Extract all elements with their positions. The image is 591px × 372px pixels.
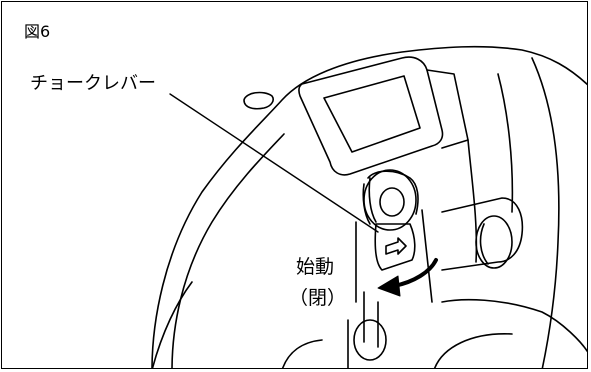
far-right-contour: [531, 57, 560, 368]
cylinder-shade: [479, 223, 489, 265]
right-housing-wall-2: [497, 73, 514, 213]
lever-bracket: [355, 209, 433, 303]
cylinder-end: [475, 215, 513, 269]
engine-housing-inner-curve: [171, 133, 285, 368]
pivot-cap: [367, 170, 419, 215]
window-inner: [323, 75, 421, 153]
lower-knob: [353, 319, 387, 361]
figure-label: 図6: [24, 22, 51, 41]
top-knob: [243, 91, 274, 110]
pivot-ribs: [362, 177, 377, 225]
lever-arrow-mark: [385, 237, 407, 255]
closed-state-label: （閉）: [289, 287, 347, 309]
side-cylinder: [441, 197, 524, 271]
choke-lever-illustration: [151, 45, 587, 368]
choke-lever-callout: チョークレバー: [28, 73, 158, 94]
callout-leader-line: [169, 93, 379, 233]
choke-pivot-inner: [379, 187, 405, 217]
rotation-arrow-head: [377, 275, 401, 297]
choke-lever: [374, 223, 416, 271]
start-action-label: 始動: [296, 256, 335, 278]
lower-curve: [434, 333, 513, 368]
panel-side: [426, 69, 469, 149]
housing-left-edge: [151, 281, 193, 368]
choke-pivot: [363, 169, 417, 231]
lower-right-housing: [441, 298, 587, 353]
bracket-lines: [347, 291, 379, 368]
window-panel: [298, 56, 444, 176]
lower-left-rim: [281, 339, 323, 368]
right-housing-wall: [467, 139, 478, 263]
